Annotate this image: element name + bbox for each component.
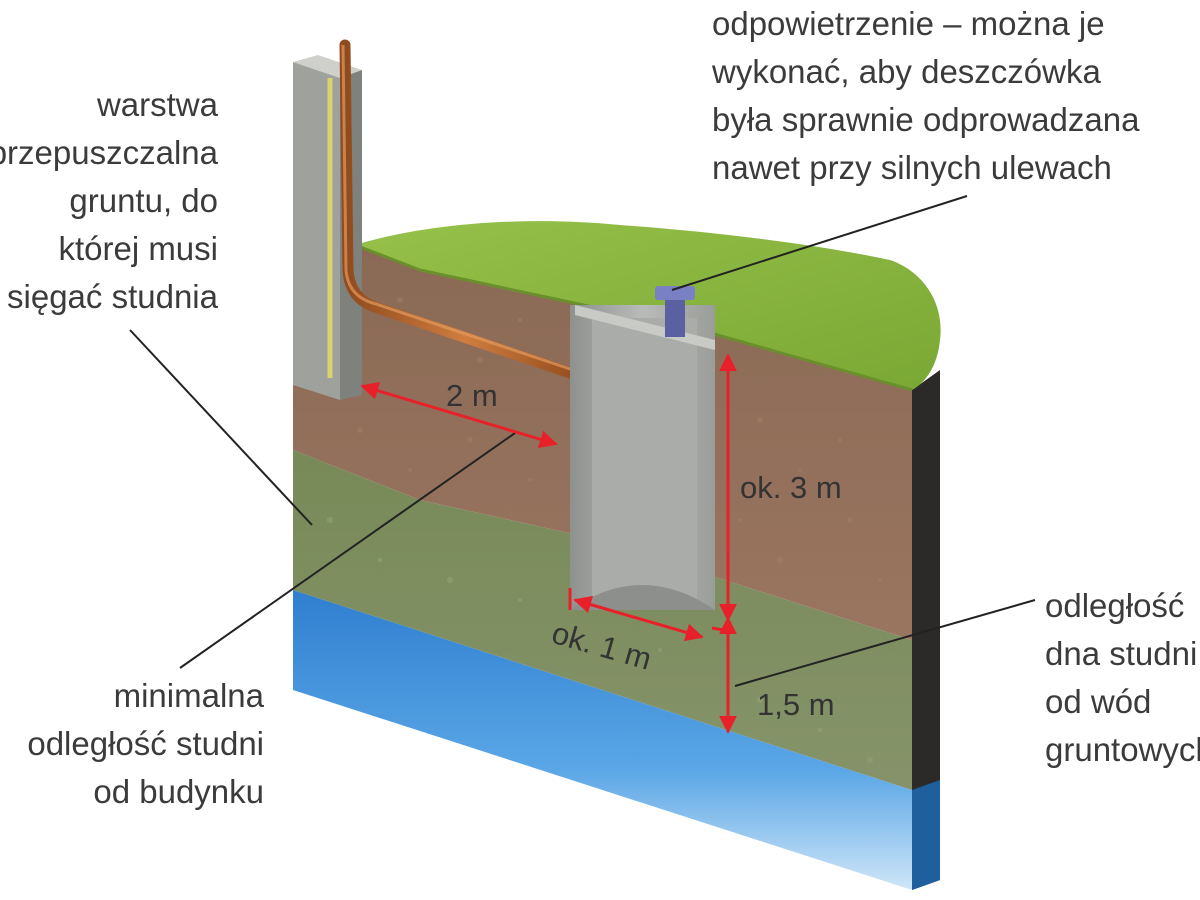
- callout-vent-line: odpowietrzenie – można je: [712, 5, 1105, 42]
- callout-groundwater-line: dna studni: [1045, 635, 1198, 672]
- callout-min-distance: minimalna odległość studni od budynku: [27, 672, 264, 816]
- vent-cap: [655, 286, 695, 300]
- callout-groundwater-line: od wód: [1045, 683, 1152, 720]
- vent-stem: [665, 295, 685, 337]
- arrow-distance-building: [360, 382, 558, 448]
- arrow-well-width: [573, 595, 704, 642]
- leader-min-distance: [179, 432, 516, 669]
- leader-permeable: [129, 329, 313, 526]
- label-well-depth: ok. 3 m: [740, 470, 842, 505]
- callout-permeable-line: warstwa: [96, 86, 218, 123]
- callout-groundwater: odległość dna studni od wód gruntowych: [1045, 582, 1200, 774]
- callout-permeable-line: której musi: [58, 230, 218, 267]
- callout-permeable-line: przepuszczalna: [0, 134, 218, 171]
- callout-vent: odpowietrzenie – można je wykonać, aby d…: [712, 0, 1139, 192]
- grass-edge: [354, 243, 913, 392]
- label-distance-building: 2 m: [446, 378, 498, 413]
- callout-vent-line: nawet przy silnych ulewach: [712, 149, 1112, 186]
- leader-groundwater: [734, 599, 1036, 687]
- callout-vent-line: wykonać, aby deszczówka: [712, 53, 1101, 90]
- foundation-wall: [293, 62, 340, 400]
- callout-vent-line: była sprawnie odprowadzana: [712, 101, 1140, 138]
- callout-min-distance-line: odległość studni: [27, 725, 264, 762]
- callout-min-distance-line: minimalna: [113, 677, 264, 714]
- groundwater-layer: [293, 590, 912, 890]
- perm-texture: [327, 517, 873, 763]
- callout-groundwater-line: gruntowych: [1045, 731, 1200, 768]
- callout-permeable-line: sięgać studnia: [7, 278, 218, 315]
- well-inner: [592, 318, 697, 608]
- well-lid-shadow: [575, 305, 715, 350]
- block-side-face: [912, 370, 940, 890]
- callout-permeable-line: gruntu, do: [69, 182, 218, 219]
- callout-permeable-layer: warstwa przepuszczalna gruntu, do której…: [0, 81, 218, 321]
- callout-groundwater-line: odległość: [1045, 587, 1185, 624]
- callout-min-distance-line: od budynku: [93, 773, 264, 810]
- label-groundwater-gap: 1,5 m: [757, 687, 835, 722]
- rain-pipe-highlight: [341, 44, 586, 376]
- block-side-water: [912, 780, 940, 890]
- leader-vent: [671, 195, 968, 291]
